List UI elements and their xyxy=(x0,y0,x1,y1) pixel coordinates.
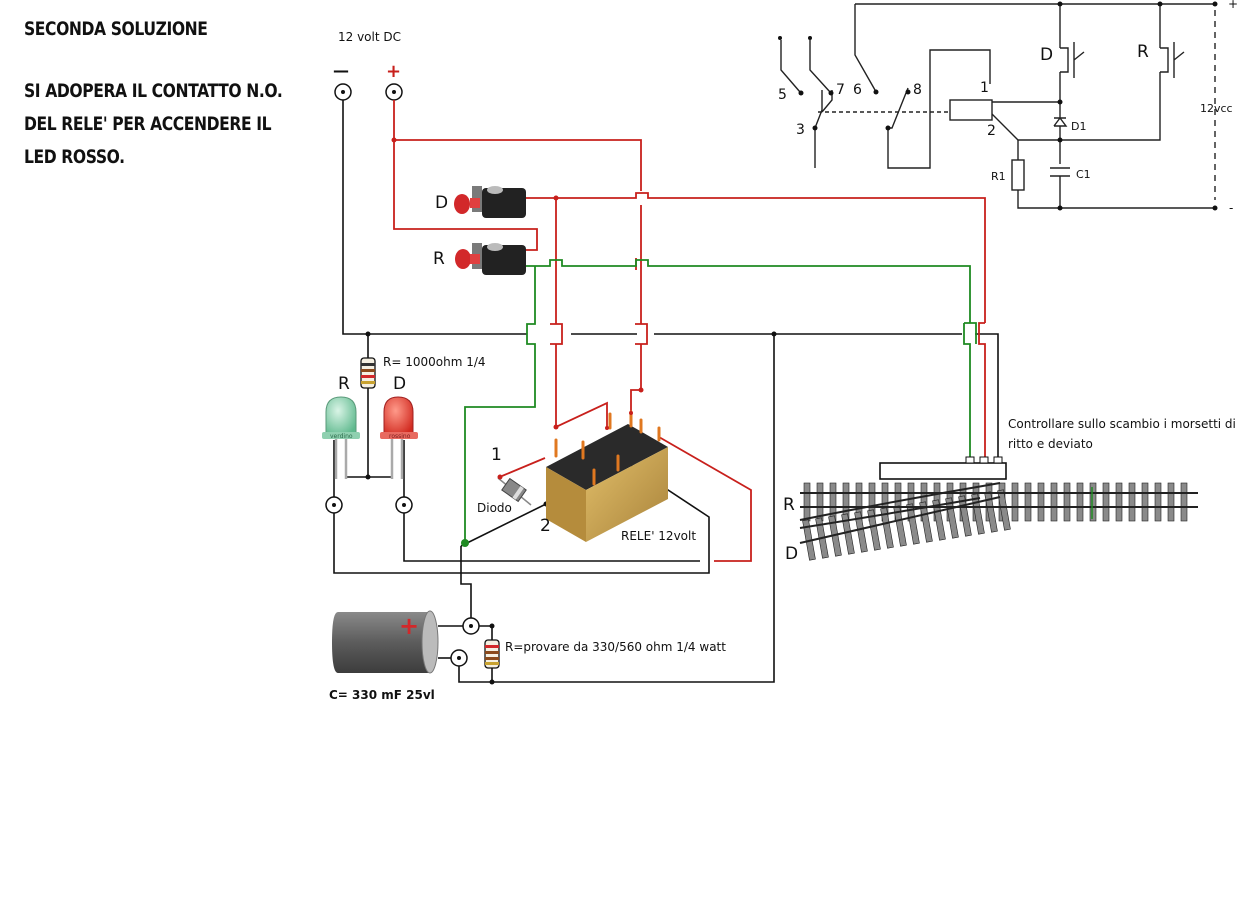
description-line-3: LED ROSSO. xyxy=(24,146,125,168)
track-note-line-1: Controllare sullo scambio i morsetti di xyxy=(1008,417,1236,431)
supply-label: 12 volt DC xyxy=(338,30,401,44)
capacitor-terminal-plus xyxy=(462,617,480,635)
led-d-label: D xyxy=(393,374,406,394)
black-wires xyxy=(333,100,999,683)
red-junction-dots xyxy=(391,137,644,430)
capacitor-label: C= 330 mF 25vl xyxy=(329,688,435,702)
schematic-pin-1: 1 xyxy=(980,80,989,96)
track-sleeper xyxy=(1037,482,1045,522)
resistor-330-label: R=provare da 330/560 ohm 1/4 watt xyxy=(505,640,726,654)
track-sleeper xyxy=(1102,482,1110,522)
track-sleeper-diverging xyxy=(841,513,855,555)
green-junction xyxy=(461,539,469,547)
schematic-minus-sign: - xyxy=(1229,201,1233,215)
resistor-1000-label: R= 1000ohm 1/4 xyxy=(383,355,486,369)
junction-dots xyxy=(365,331,777,685)
supply-plus-terminal xyxy=(385,83,403,101)
turnout-motor-box xyxy=(879,462,1007,480)
schematic-pin-2: 2 xyxy=(987,123,996,139)
capacitor-terminal-minus xyxy=(450,649,468,667)
track-sleeper xyxy=(1154,482,1162,522)
track-sleeper-diverging xyxy=(906,503,920,545)
track-sleeper xyxy=(1076,482,1084,522)
track-sleeper xyxy=(1128,482,1136,522)
track-sleeper xyxy=(1024,482,1032,522)
description-line-2: DEL RELE' PER ACCENDERE IL xyxy=(24,113,272,135)
relay-pin-2-label: 2 xyxy=(540,516,551,536)
red-wires xyxy=(393,100,986,562)
schematic-r-button-label: R xyxy=(1137,42,1149,62)
green-wires xyxy=(464,259,977,543)
schematic-d-button-label: D xyxy=(1040,45,1053,65)
track-sleeper-diverging xyxy=(932,499,946,541)
track-sleeper xyxy=(1011,482,1019,522)
red-wire-hops xyxy=(550,258,648,345)
track-sleeper-diverging xyxy=(854,511,868,553)
track-sleeper xyxy=(1050,482,1058,522)
track-sleeper xyxy=(1089,482,1097,522)
track-r-label: R xyxy=(783,495,795,515)
track-note-line-2: ritto e deviato xyxy=(1008,437,1093,451)
schematic-plus-sign: + xyxy=(1228,0,1238,11)
diode-label: Diodo xyxy=(477,501,512,515)
turnout-track xyxy=(799,456,1198,561)
supply-plus-sign: + xyxy=(386,61,401,82)
schematic-pin-3: 3 xyxy=(796,122,805,138)
schematic-supply-label: 12vcc xyxy=(1200,102,1233,115)
button-d-label: D xyxy=(435,193,448,213)
schematic-dots xyxy=(778,1,1218,211)
supply-minus-terminal xyxy=(334,83,352,101)
led-green: verdino xyxy=(322,396,360,479)
track-sleeper-diverging xyxy=(971,493,985,535)
track-sleeper xyxy=(1167,482,1175,522)
relay-label: RELE' 12volt xyxy=(621,529,696,543)
schematic-c1-label: C1 xyxy=(1076,168,1091,181)
schematic-pin-6: 6 xyxy=(853,82,862,98)
description-line-1: SI ADOPERA IL CONTATTO N.O. xyxy=(24,80,283,102)
capacitor-plus-sign: + xyxy=(399,612,419,640)
led-r-label: R xyxy=(338,374,350,394)
track-d-label: D xyxy=(785,544,798,564)
track-sleeper xyxy=(1141,482,1149,522)
led-red-terminal xyxy=(395,496,413,514)
capacitor-330uf xyxy=(332,610,439,674)
track-sleeper-diverging xyxy=(880,507,894,549)
resistor-330-560 xyxy=(484,639,500,669)
track-sleeper xyxy=(1115,482,1123,522)
diagram-title: SECONDA SOLUZIONE xyxy=(24,18,208,40)
schematic-pin-5: 5 xyxy=(778,87,787,103)
track-sleeper-diverging xyxy=(919,501,933,543)
led-red-text: rossino xyxy=(389,433,411,440)
track-sleeper-diverging xyxy=(997,489,1011,531)
track-sleeper xyxy=(803,482,811,522)
schematic-pin-8: 8 xyxy=(913,82,922,98)
schematic-d1-label: D1 xyxy=(1071,120,1086,133)
track-sleeper xyxy=(1063,482,1071,522)
diode xyxy=(497,474,532,506)
schematic-pin-7: 7 xyxy=(836,82,845,98)
led-green-text: verdino xyxy=(330,433,353,440)
schematic-r1-label: R1 xyxy=(991,170,1006,183)
button-r-label: R xyxy=(433,249,445,269)
track-sleeper xyxy=(1180,482,1188,522)
push-button-r[interactable] xyxy=(455,243,526,275)
track-sleeper-diverging xyxy=(867,509,881,551)
supply-minus-sign: — xyxy=(333,61,349,80)
resistor-1000-ohm xyxy=(360,357,376,389)
led-red: rossino xyxy=(380,396,418,479)
push-button-d[interactable] xyxy=(454,186,526,218)
schematic xyxy=(780,3,1216,209)
led-green-terminal xyxy=(325,496,343,514)
track-sleeper xyxy=(829,482,837,522)
relay-12v xyxy=(546,410,668,542)
relay-pin-1-label: 1 xyxy=(491,445,502,465)
